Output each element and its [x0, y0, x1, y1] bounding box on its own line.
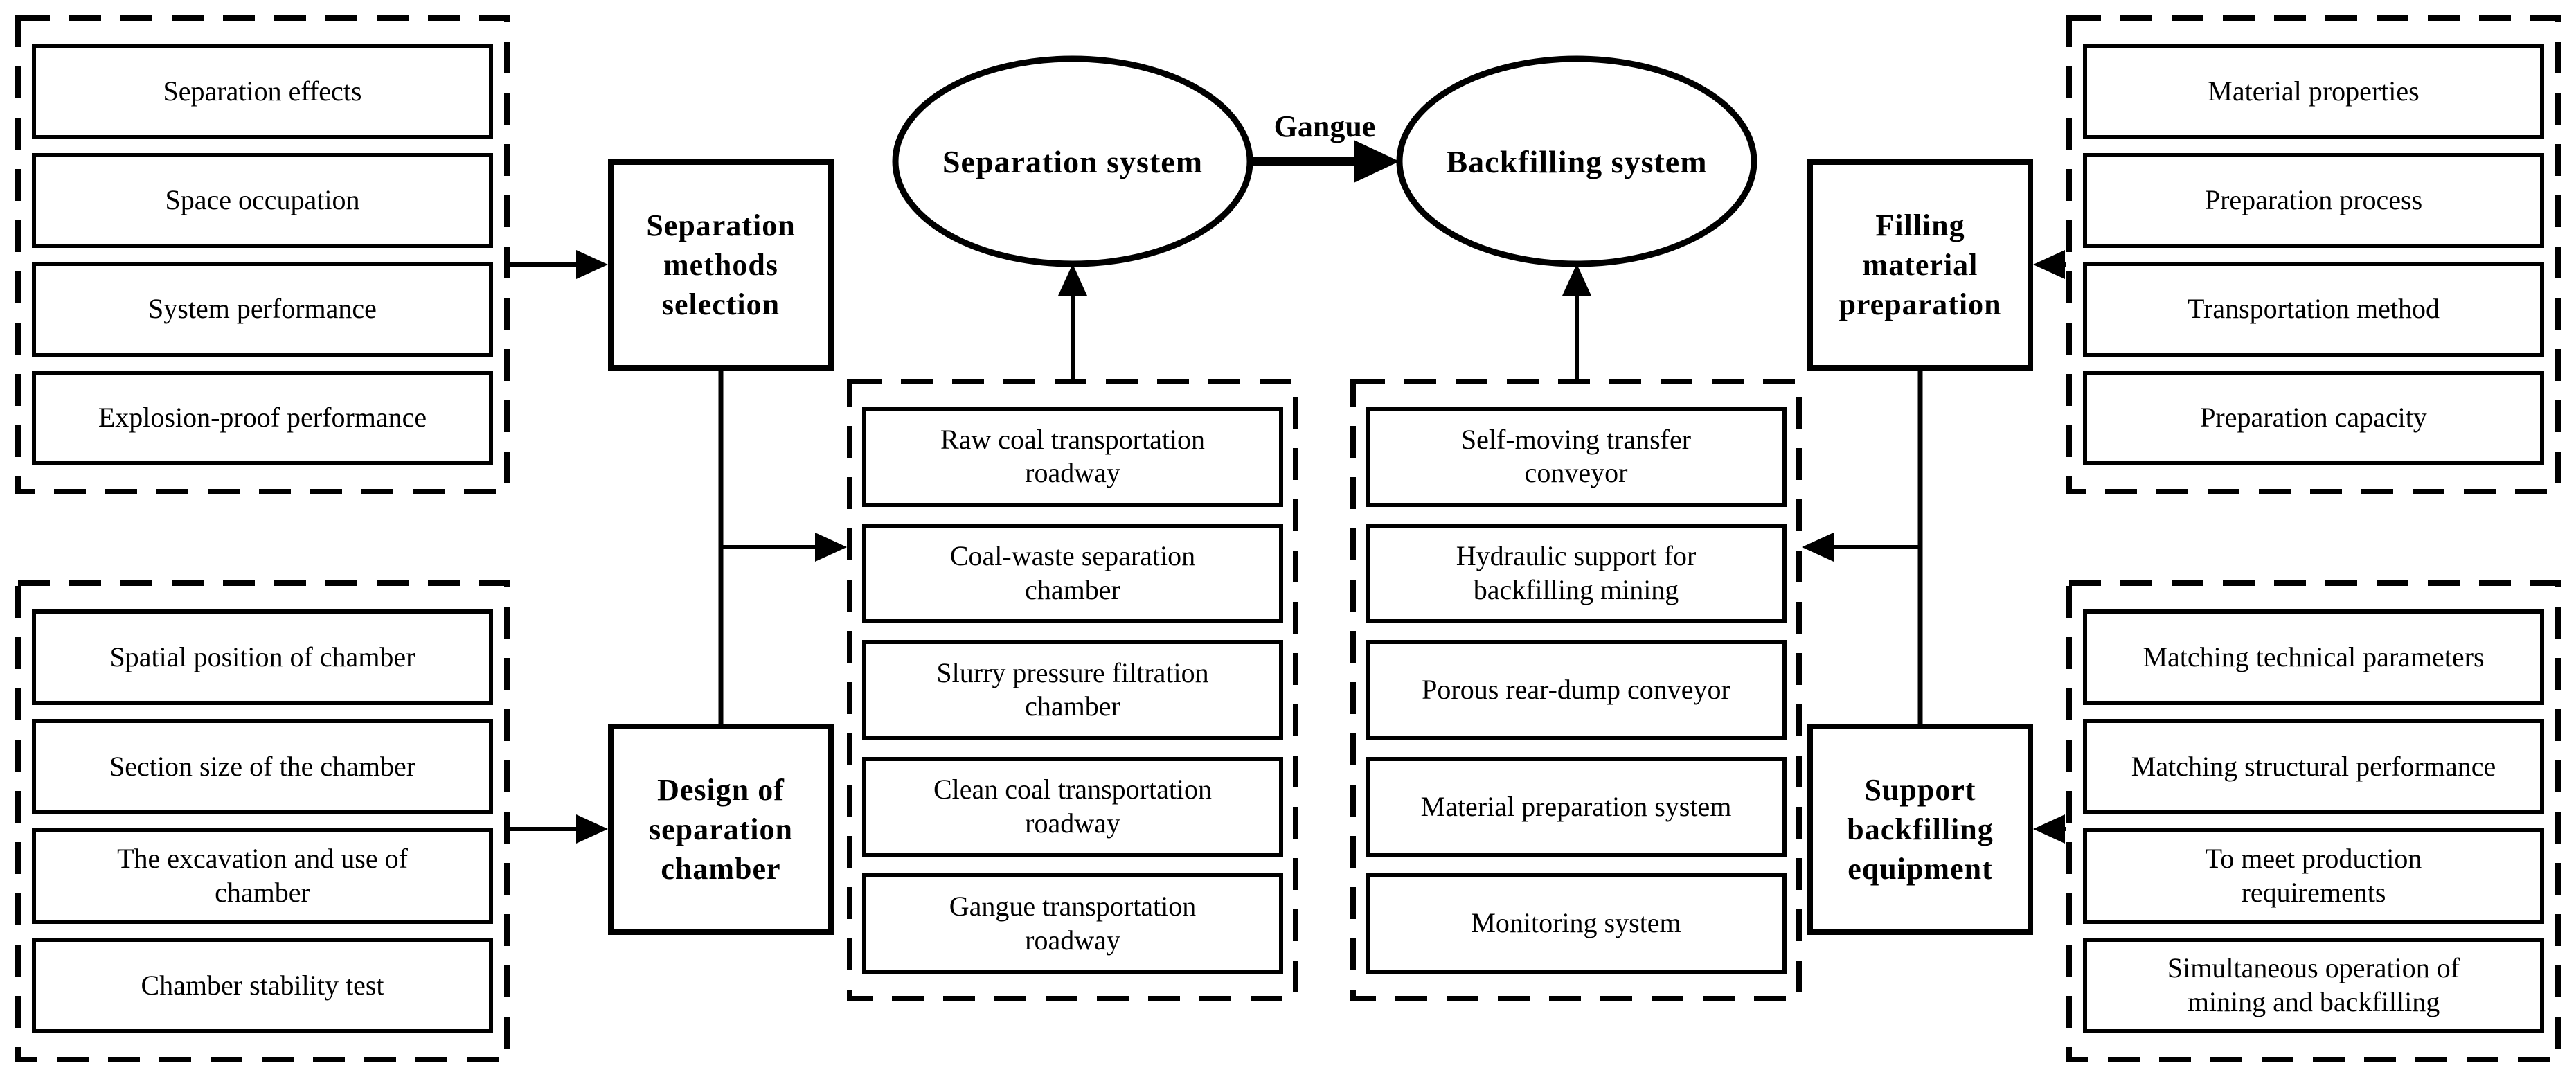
- criteria-item: Section size of the chamber: [32, 719, 493, 814]
- group-chamber-criteria: Spatial position of chamber Section size…: [15, 580, 510, 1062]
- criteria-item: Material properties: [2083, 44, 2544, 139]
- arrow-criteria-to-filling-preparation: [2033, 250, 2066, 279]
- group-preparation-criteria: Material properties Preparation process …: [2066, 15, 2561, 494]
- separation-methods-selection-box: Separation methods selection: [608, 159, 834, 371]
- component-item: Gangue transportation roadway: [862, 873, 1283, 974]
- criteria-item: Transportation method: [2083, 262, 2544, 357]
- group-equipment-criteria: Matching technical parameters Matching s…: [2066, 580, 2561, 1062]
- criteria-item: System performance: [32, 262, 493, 357]
- arrow-components-to-backfilling-system: [1562, 264, 1591, 379]
- chamber-criteria-dashed-border: [15, 580, 510, 1062]
- arrow-criteria-to-support-equipment: [2033, 814, 2066, 844]
- criteria-item: Preparation capacity: [2083, 371, 2544, 465]
- design-of-separation-chamber-box: Design of separation chamber: [608, 724, 834, 935]
- group-separation-criteria: Separation effects Space occupation Syst…: [15, 15, 510, 494]
- equipment-criteria-dashed-border: [2066, 580, 2561, 1062]
- component-item: Monitoring system: [1366, 873, 1787, 974]
- component-item: Raw coal transportation roadway: [862, 407, 1283, 507]
- component-item: Coal-waste separation chamber: [862, 523, 1283, 624]
- filling-material-preparation-box: Filling material preparation: [1807, 159, 2033, 371]
- separation-system-label: Separation system: [942, 143, 1204, 179]
- criteria-item: The excavation and use of chamber: [32, 828, 493, 924]
- arrow-to-separation-components: [721, 533, 847, 562]
- component-item: Hydraulic support for backfilling mining: [1366, 523, 1787, 624]
- criteria-item: Matching technical parameters: [2083, 609, 2544, 705]
- component-item: Porous rear-dump conveyor: [1366, 640, 1787, 740]
- component-item: Self-moving transfer conveyor: [1366, 407, 1787, 507]
- criteria-item: Space occupation: [32, 153, 493, 248]
- arrow-to-backfilling-components: [1802, 533, 1920, 562]
- criteria-item: To meet production requirements: [2083, 828, 2544, 924]
- separation-criteria-dashed-border: [15, 15, 510, 494]
- group-separation-components: Raw coal transportation roadway Coal-was…: [847, 379, 1298, 1001]
- gangue-flow-arrow: [1250, 140, 1399, 183]
- criteria-item: Separation effects: [32, 44, 493, 139]
- criteria-item: Spatial position of chamber: [32, 609, 493, 705]
- criteria-item: Explosion-proof performance: [32, 371, 493, 465]
- arrow-criteria-to-chamber-design: [510, 814, 608, 844]
- backfilling-system-label: Backfilling system: [1446, 143, 1708, 179]
- separation-components-dashed-border: [847, 379, 1298, 1001]
- component-item: Material preparation system: [1366, 756, 1787, 857]
- backfilling-components-dashed-border: [1350, 379, 1802, 1001]
- group-backfilling-components: Self-moving transfer conveyor Hydraulic …: [1350, 379, 1802, 1001]
- gangue-flow-label: Gangue: [1273, 109, 1376, 143]
- preparation-criteria-dashed-border: [2066, 15, 2561, 494]
- component-item: Clean coal transportation roadway: [862, 756, 1283, 857]
- criteria-item: Chamber stability test: [32, 938, 493, 1033]
- support-backfilling-equipment-box: Support backfilling equipment: [1807, 724, 2033, 935]
- arrow-criteria-to-methods-selection: [510, 250, 608, 279]
- arrow-components-to-separation-system: [1058, 264, 1087, 379]
- criteria-item: Simultaneous operation of mining and bac…: [2083, 938, 2544, 1033]
- criteria-item: Preparation process: [2083, 153, 2544, 248]
- criteria-item: Matching structural performance: [2083, 719, 2544, 814]
- component-item: Slurry pressure filtration chamber: [862, 640, 1283, 740]
